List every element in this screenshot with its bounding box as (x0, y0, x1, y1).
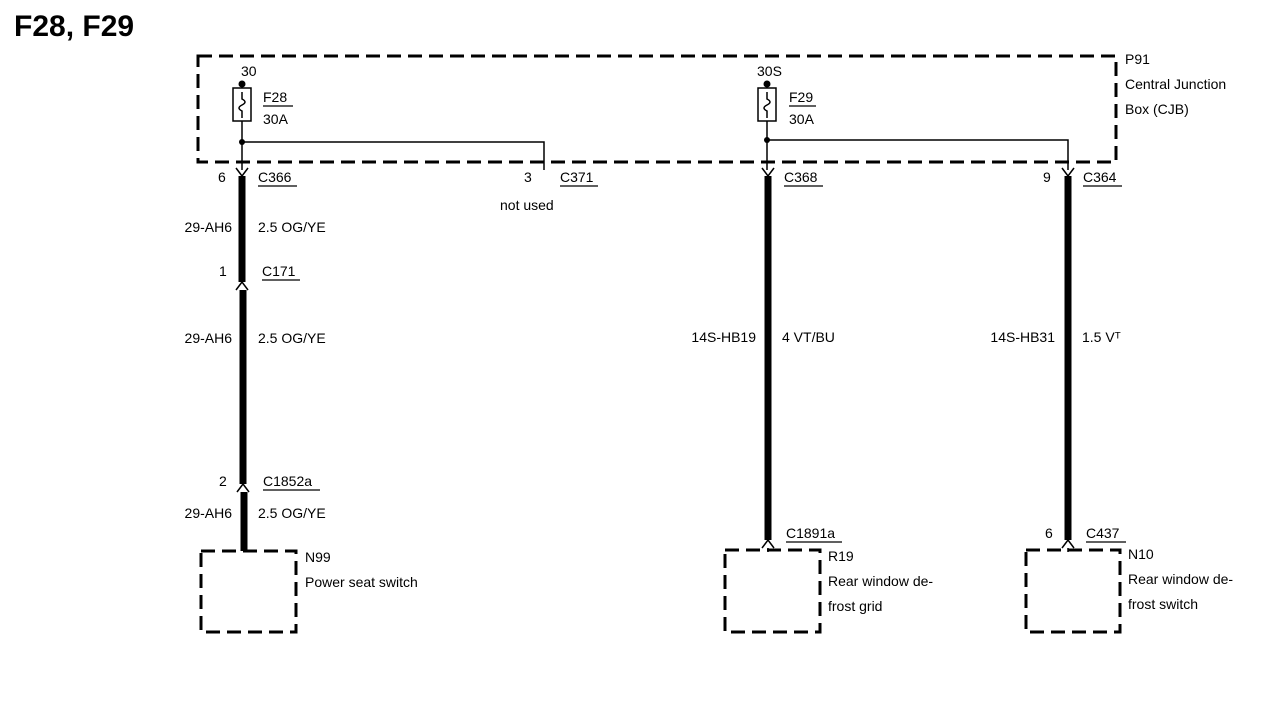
r19-label-line1: Rear window de- (828, 573, 933, 589)
c1852a-connector-symbol (236, 482, 250, 493)
component-n99: N99 Power seat switch (199, 549, 418, 634)
wire5-circuit: 14S-HB31 (990, 329, 1055, 345)
fuse-f29-name: F29 (789, 89, 813, 105)
n10-outline (1024, 548, 1122, 634)
c364-name: C364 (1083, 169, 1117, 185)
wire4-spec: 4 VT/BU (782, 329, 835, 345)
n10-label-line1: Rear window de- (1128, 571, 1233, 587)
n10-label-line2: frost switch (1128, 596, 1198, 612)
r19-id: R19 (828, 548, 854, 564)
wire2-circuit: 29-AH6 (185, 330, 233, 346)
harness-right: 9 C364 14S-HB31 1.5 Vᵀ 6 C437 (990, 167, 1126, 552)
c1891a-connector-symbol (761, 538, 775, 549)
c366-pin: 6 (218, 169, 226, 185)
c171-name: C171 (262, 263, 296, 279)
harness-middle: C368 14S-HB19 4 VT/BU C1891a (691, 167, 842, 552)
harness-left: 6 C366 29-AH6 2.5 OG/YE 1 C171 29-AH6 2.… (185, 167, 326, 551)
c171-pin: 1 (219, 263, 227, 279)
wire2-spec: 2.5 OG/YE (258, 330, 326, 346)
cjb-id: P91 (1125, 51, 1150, 67)
fuse-f28-rating: 30A (263, 111, 289, 127)
c1852a-name: C1852a (263, 473, 312, 489)
n99-label: Power seat switch (305, 574, 418, 590)
c371-branch-line (242, 141, 545, 170)
c437-connector-symbol (1061, 538, 1075, 549)
fuse-f29-element (763, 92, 771, 118)
c1891a-name: C1891a (786, 525, 835, 541)
c1852a-pin: 2 (219, 473, 227, 489)
cjb-outline (196, 54, 1118, 164)
wire3-spec: 2.5 OG/YE (258, 505, 326, 521)
wire1-spec: 2.5 OG/YE (258, 219, 326, 235)
fuse-f28-name: F28 (263, 89, 287, 105)
c437-pin: 6 (1045, 525, 1053, 541)
diagram-title: F28, F29 (14, 10, 134, 43)
c371-connector: 3 C371 not used (500, 169, 598, 213)
wire3-circuit: 29-AH6 (185, 505, 233, 521)
c368-name: C368 (784, 169, 818, 185)
r19-outline (723, 548, 822, 634)
n10-id: N10 (1128, 546, 1154, 562)
c366-name: C366 (258, 169, 292, 185)
cjb-label-line1: Central Junction (1125, 76, 1226, 92)
wire4-circuit: 14S-HB19 (691, 329, 756, 345)
fuse-f29-rating: 30A (789, 111, 815, 127)
wire1-circuit: 29-AH6 (185, 219, 233, 235)
c371-name: C371 (560, 169, 594, 185)
component-n10: N10 Rear window de- frost switch (1024, 546, 1233, 634)
c364-pin: 9 (1043, 169, 1051, 185)
wire5-spec: 1.5 Vᵀ (1082, 329, 1121, 345)
n99-id: N99 (305, 549, 331, 565)
fuse-f29: 30S F29 30A (757, 63, 1069, 170)
c371-note: not used (500, 197, 554, 213)
fuse-f29-terminal: 30S (757, 63, 782, 79)
c368-connector-symbol (761, 167, 775, 178)
c371-pin: 3 (524, 169, 532, 185)
fuse-f28-terminal: 30 (241, 63, 257, 79)
component-r19: R19 Rear window de- frost grid (723, 548, 933, 634)
r19-label-line2: frost grid (828, 598, 882, 614)
c171-connector-symbol (235, 280, 249, 291)
fuse-f28: 30 F28 30A (232, 63, 545, 170)
c364-branch-line (767, 139, 1069, 170)
cjb-label-line2: Box (CJB) (1125, 101, 1189, 117)
c437-name: C437 (1086, 525, 1120, 541)
n99-outline (199, 549, 298, 634)
fuse-f28-element (238, 92, 246, 118)
